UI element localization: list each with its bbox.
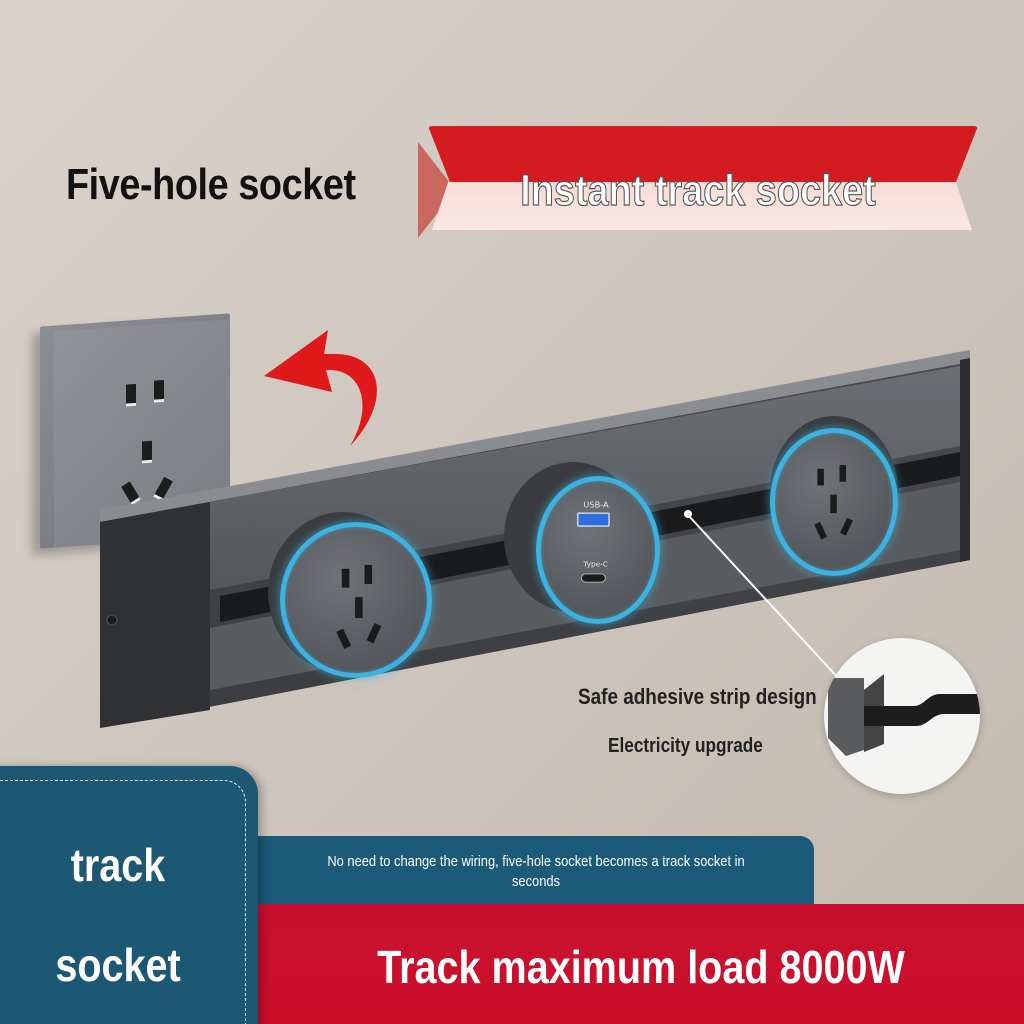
five-hole-socket-heading: Five-hole socket bbox=[66, 160, 356, 209]
banner-title: Instant track socket bbox=[520, 165, 876, 215]
instant-track-socket-banner: Instant track socket bbox=[418, 126, 978, 238]
ribbon-top bbox=[428, 126, 978, 182]
load-headline: Track maximum load 8000W bbox=[377, 941, 905, 993]
socket-module-3[interactable] bbox=[770, 428, 898, 576]
svg-text:Type-C: Type-C bbox=[582, 560, 608, 569]
svg-text:USB-A: USB-A bbox=[583, 500, 609, 510]
adhesive-strip-label: Safe adhesive strip design bbox=[578, 684, 817, 709]
socket-module-1[interactable] bbox=[280, 522, 432, 678]
five-hole-socket-icon bbox=[336, 564, 382, 649]
five-hole-socket-icon bbox=[814, 465, 853, 540]
load-banner: Track maximum load 8000W bbox=[258, 904, 1024, 1024]
stitch-border bbox=[0, 780, 246, 1024]
ribbon-bottom bbox=[432, 182, 972, 230]
usb-module[interactable]: USB-A Type-C bbox=[536, 476, 660, 624]
electricity-upgrade-label: Electricity upgrade bbox=[608, 735, 763, 757]
adhesive-strip-icon bbox=[828, 674, 980, 756]
panel-word-track: track bbox=[70, 839, 166, 891]
track-socket-panel: track socket bbox=[0, 766, 258, 1024]
subtitle-text: No need to change the wiring, five-hole … bbox=[327, 853, 745, 890]
panel-word-socket: socket bbox=[55, 939, 181, 991]
subtitle-tab: No need to change the wiring, five-hole … bbox=[258, 836, 814, 906]
usb-ports-icon: USB-A Type-C bbox=[577, 500, 610, 583]
adhesive-strip-detail bbox=[824, 638, 980, 794]
curved-arrow-icon bbox=[264, 330, 377, 446]
